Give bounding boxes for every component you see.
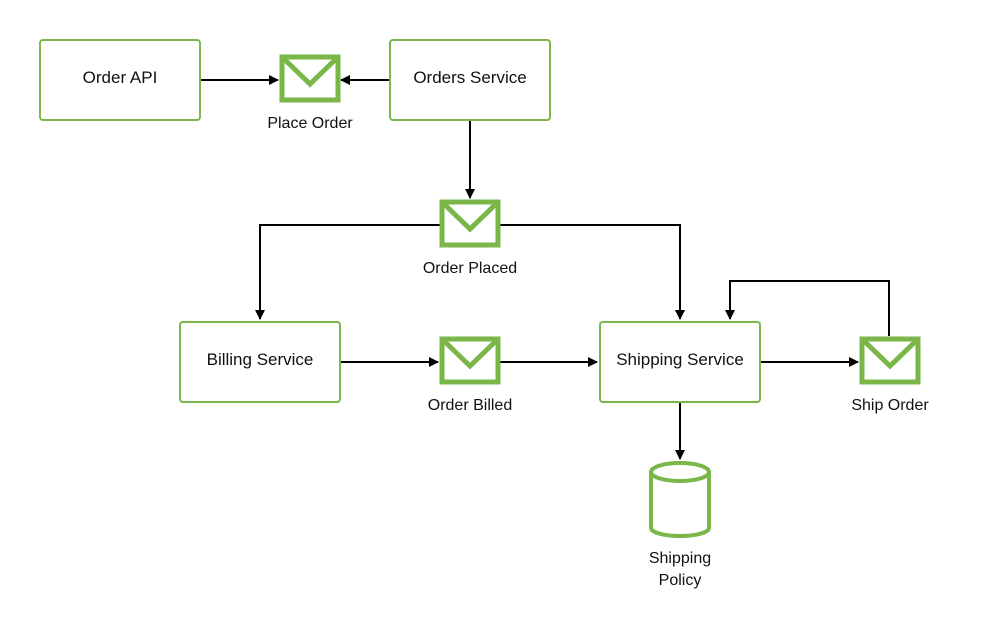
connectors: [201, 75, 890, 460]
datastore-label-line1: Shipping: [649, 550, 711, 567]
database-icon: [649, 461, 711, 538]
datastore-label-line2: Policy: [659, 572, 702, 589]
message-place-order[interactable]: Place Order: [267, 54, 353, 132]
service-label-order-api: Order API: [83, 68, 158, 87]
service-box-billing-service[interactable]: Billing Service: [179, 321, 341, 403]
service-label-billing-service: Billing Service: [207, 350, 314, 369]
arrow-order-placed-to-shipping: [500, 224, 685, 320]
arrow-order-placed-to-billing: [255, 224, 440, 320]
datastore-shipping-policy[interactable]: Shipping Policy: [649, 461, 711, 589]
envelope-icon: [439, 199, 501, 248]
arrow-ship-order-loop-to-shipping: [725, 280, 890, 336]
service-box-order-api[interactable]: Order API: [39, 39, 201, 121]
message-label-order-placed: Order Placed: [423, 260, 517, 277]
service-label-orders-service: Orders Service: [413, 68, 526, 87]
message-label-ship-order: Ship Order: [851, 397, 929, 414]
message-order-placed[interactable]: Order Placed: [423, 199, 517, 277]
service-box-shipping-service[interactable]: Shipping Service: [599, 321, 761, 403]
envelope-icon: [279, 54, 341, 103]
envelope-icon: [439, 336, 501, 385]
service-box-orders-service[interactable]: Orders Service: [389, 39, 551, 121]
message-ship-order[interactable]: Ship Order: [851, 336, 929, 414]
service-label-shipping-service: Shipping Service: [616, 350, 744, 369]
message-label-order-billed: Order Billed: [428, 397, 512, 414]
envelope-icon: [859, 336, 921, 385]
message-label-place-order: Place Order: [267, 115, 353, 132]
message-order-billed[interactable]: Order Billed: [428, 336, 512, 414]
